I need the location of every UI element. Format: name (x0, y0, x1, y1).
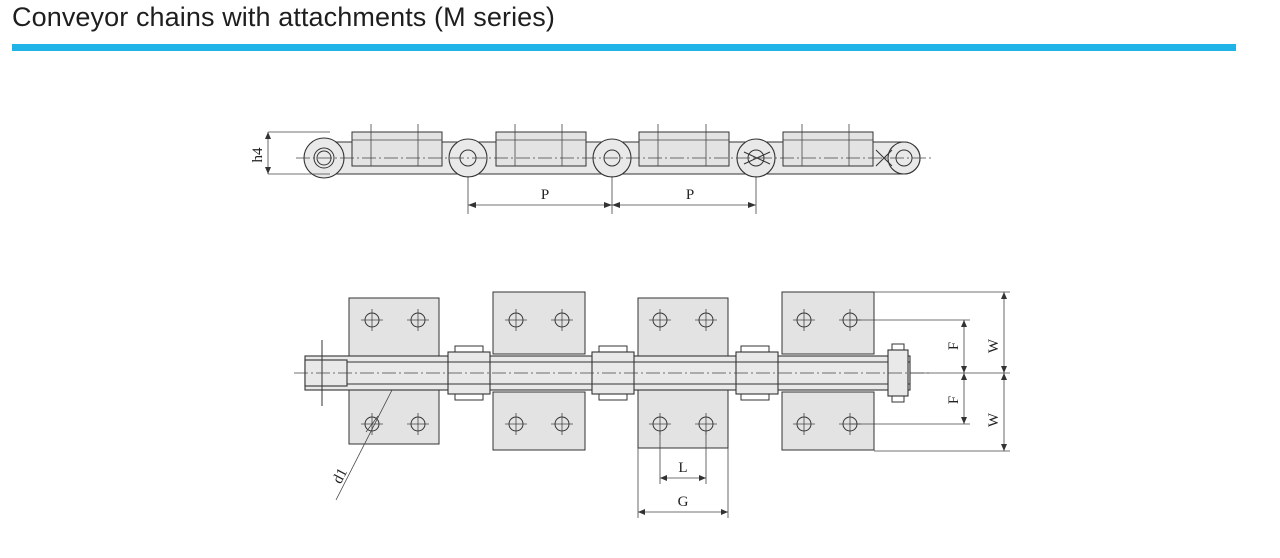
plan-plate-bottom-3 (637, 389, 729, 449)
plan-plate-top-1 (348, 297, 440, 357)
plan-plate-bottom-4 (781, 391, 875, 451)
w-label-top: W (986, 338, 1002, 353)
side-view: h4 P P (250, 124, 932, 214)
w-label-bottom: W (986, 412, 1002, 427)
side-attachment-1 (351, 131, 443, 167)
side-attachment-4 (782, 131, 874, 167)
plan-plate-top-3 (637, 297, 729, 357)
plan-plate-bottom-2 (492, 391, 586, 451)
pitch-label-1: P (541, 187, 549, 203)
plan-plate-top-4 (781, 291, 875, 355)
h4-label: h4 (250, 147, 266, 163)
side-attachment-3 (638, 131, 730, 167)
plan-view: F F W W L G d1 (294, 291, 1010, 518)
g-label: G (678, 494, 689, 510)
pitch-label-2: P (686, 187, 694, 203)
f-label-top: F (946, 342, 962, 350)
title-underline (12, 44, 1236, 51)
plan-plate-top-2 (492, 291, 586, 355)
page-title: Conveyor chains with attachments (M seri… (12, 2, 555, 32)
side-attachment-2 (495, 131, 587, 167)
l-label: L (678, 460, 687, 476)
d1-label: d1 (330, 466, 351, 487)
f-label-bottom: F (946, 396, 962, 404)
plan-plate-bottom-1 (348, 389, 440, 445)
